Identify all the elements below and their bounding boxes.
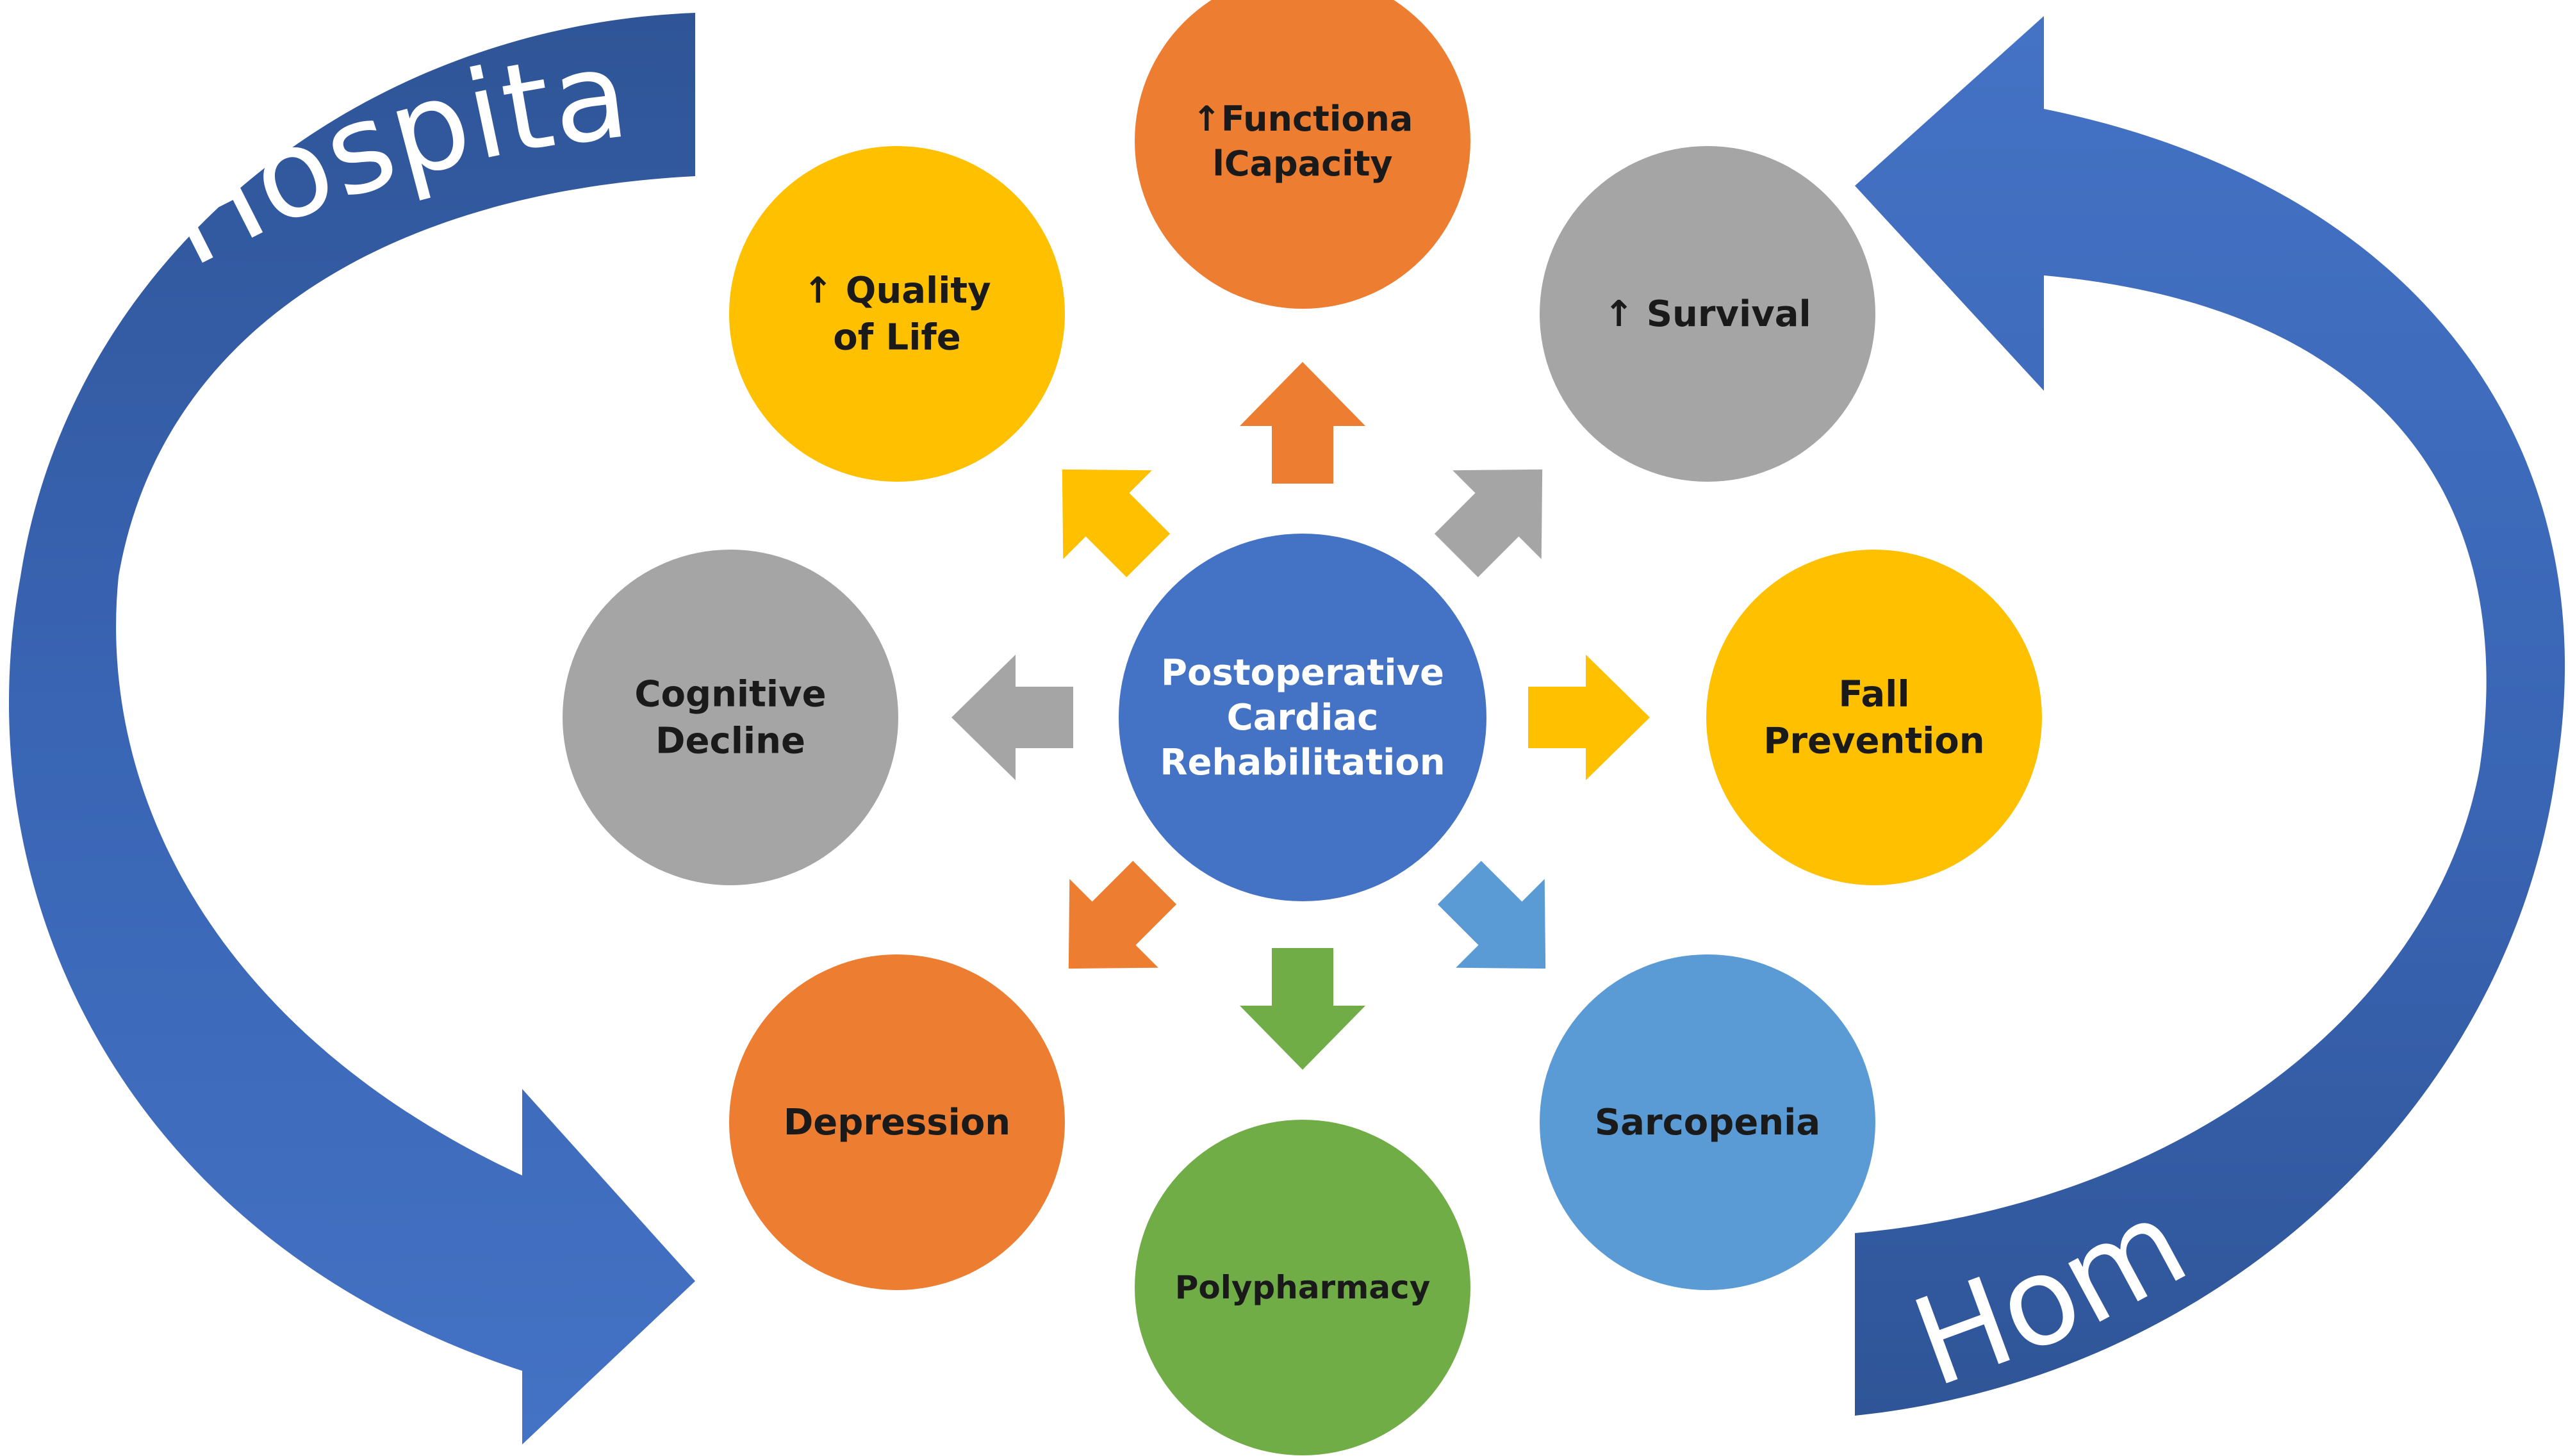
functional-capacity-arrow <box>1240 362 1365 484</box>
depression-label: Depression <box>784 1102 1010 1143</box>
center-label-line: Postoperative <box>1161 652 1444 694</box>
survival-arrow <box>1434 469 1543 578</box>
functional-capacity-circle <box>1135 0 1470 309</box>
polypharmacy-arrow <box>1240 948 1365 1070</box>
survival-circle <box>1540 146 1875 482</box>
hospital-arc-shape <box>8 13 695 1444</box>
sarcopenia-label-line: Sarcopenia <box>1595 1102 1820 1143</box>
depression-label-line: Depression <box>784 1102 1010 1143</box>
center-label-line: Rehabilitation <box>1160 742 1445 783</box>
cognitive-decline-label-line: Decline <box>655 720 805 762</box>
fall-prevention-circle <box>1706 550 2042 885</box>
home-arc-shape <box>1855 16 2565 1416</box>
direction-arrows <box>951 362 1650 1070</box>
node-quality-of-life: ↑ Quality of Life <box>729 146 1065 482</box>
center-label-line: Cardiac <box>1227 697 1379 739</box>
survival-label-line: ↑ Survival <box>1604 293 1811 335</box>
functional-capacity-label: ↑Functiona lCapacity <box>1192 98 1413 183</box>
fall-prevention-label-line: Prevention <box>1763 720 1984 762</box>
node-depression: Depression <box>729 954 1065 1290</box>
cognitive-decline-label-line: Cognitive <box>634 673 826 715</box>
quality-of-life-arrow <box>1062 469 1171 578</box>
center-circle <box>1119 534 1486 901</box>
quality-of-life-label: ↑ Quality of Life <box>803 270 991 358</box>
fall-prevention-label-line: Fall <box>1838 673 1909 715</box>
functional-capacity-label-line: ↑Functiona <box>1192 98 1413 138</box>
node-functional-capacity: ↑Functiona lCapacity <box>1135 0 1470 309</box>
quality-of-life-label-line: of Life <box>833 316 961 358</box>
sarcopenia-arrow <box>1437 860 1546 969</box>
node-sarcopenia: Sarcopenia <box>1540 954 1875 1290</box>
cognitive-decline-arrow <box>951 655 1073 780</box>
survival-label: ↑ Survival <box>1604 293 1811 335</box>
quality-of-life-label-line: ↑ Quality <box>803 270 991 311</box>
functional-capacity-label-line: lCapacity <box>1212 143 1392 184</box>
depression-circle <box>729 954 1065 1290</box>
fall-prevention-arrow <box>1528 655 1650 780</box>
quality-of-life-circle <box>729 146 1065 482</box>
polypharmacy-circle <box>1135 1120 1470 1455</box>
sarcopenia-circle <box>1540 954 1875 1290</box>
polypharmacy-label: Polypharmacy <box>1175 1269 1431 1306</box>
sarcopenia-label: Sarcopenia <box>1595 1102 1820 1143</box>
cognitive-decline-circle <box>563 550 898 885</box>
polypharmacy-label-line: Polypharmacy <box>1175 1269 1431 1306</box>
depression-arrow <box>1068 860 1177 969</box>
node-polypharmacy: Polypharmacy <box>1135 1120 1470 1455</box>
node-survival: ↑ Survival <box>1540 146 1875 482</box>
